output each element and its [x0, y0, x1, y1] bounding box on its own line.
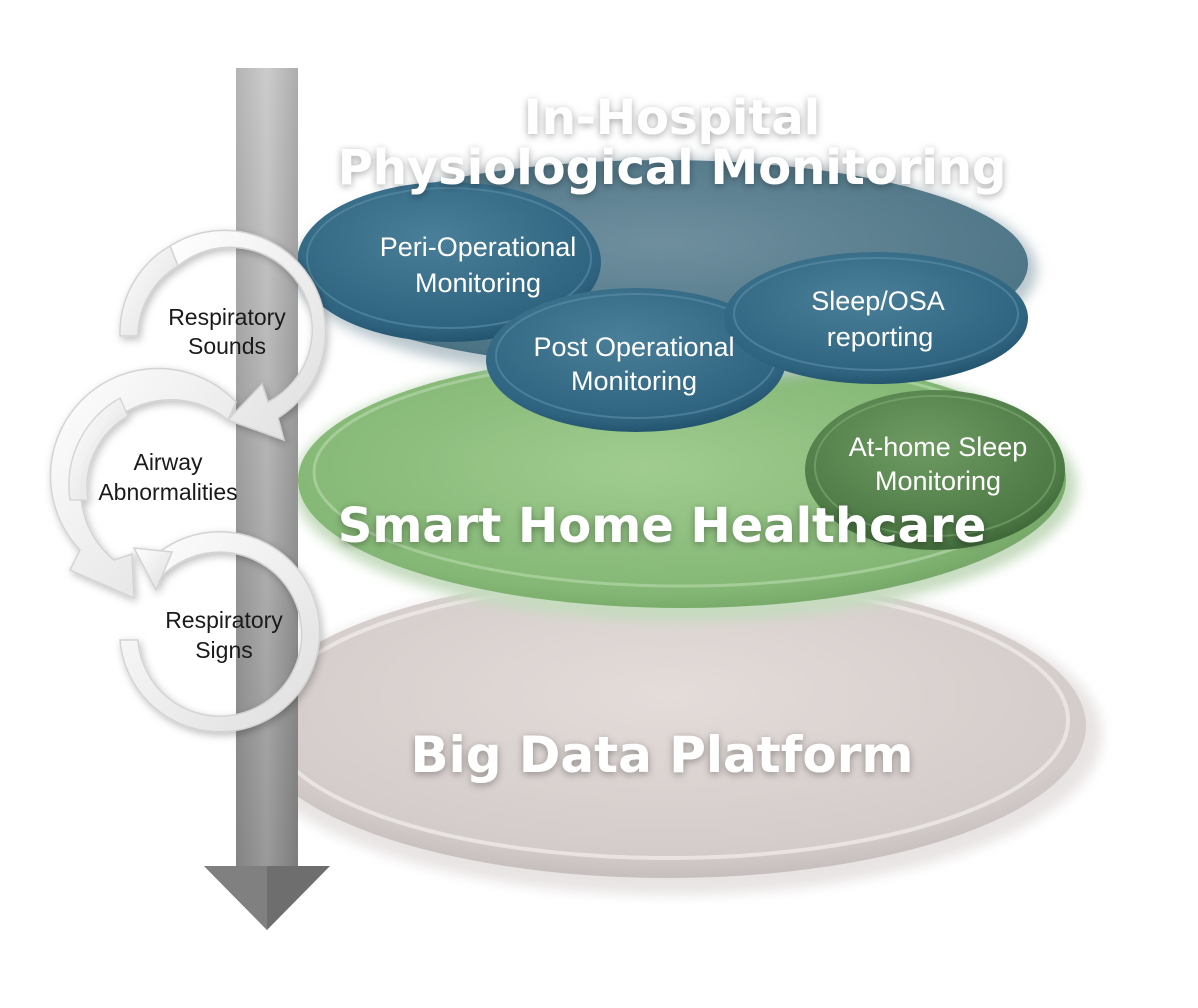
at-home-ellipse: [805, 390, 1065, 550]
sleep-osa-ellipse: [724, 252, 1028, 384]
arrow-shaft-sheen: [236, 68, 298, 868]
sounds-label-line1: Respiratory: [168, 304, 286, 330]
peri-label-line1: Peri-Operational: [380, 232, 577, 262]
down-arrow: [204, 68, 330, 930]
platform-ellipse: [250, 574, 1086, 878]
post-ellipse: [486, 288, 786, 432]
signs-label-line1: Respiratory: [165, 607, 283, 633]
ring-sounds-tail: [119, 244, 179, 337]
peri-label-line2: Monitoring: [415, 268, 541, 298]
peri-rim: [306, 187, 592, 329]
platform-title: Big Data Platform: [410, 726, 913, 784]
cycle-rings: [49, 229, 327, 733]
sleep-osa-label-line1: Sleep/OSA: [811, 286, 945, 316]
at-home-label-line1: At-home Sleep: [849, 432, 1028, 462]
sounds-label-line2: Sounds: [188, 333, 266, 359]
home-title: Smart Home Healthcare: [338, 498, 987, 554]
hospital-title-line2: Physiological Monitoring: [338, 140, 1007, 196]
sleep-osa-rim: [733, 257, 1019, 371]
post-label-line2: Monitoring: [571, 366, 697, 396]
airway-label-line2: Abnormalities: [98, 479, 237, 505]
signs-label-line2: Signs: [195, 637, 253, 663]
platform-layer: [242, 574, 1102, 895]
ring-airway-tail: [68, 396, 129, 501]
sleep-osa-ellipse-group: [724, 252, 1028, 384]
peri-ellipse: [297, 182, 601, 342]
arrow-head-light: [204, 866, 267, 930]
at-home-rim: [814, 395, 1056, 537]
ring-signs: [119, 531, 321, 733]
hospital-title-line1: In-Hospital: [524, 90, 820, 146]
peri-ellipse-group: [297, 182, 601, 342]
at-home-ellipse-group: [805, 390, 1065, 550]
airway-label-line1: Airway: [133, 449, 203, 475]
layer-titles: In-Hospital Physiological Monitoring Sma…: [338, 90, 1007, 784]
sleep-osa-label-line2: reporting: [827, 322, 934, 352]
post-label-line1: Post Operational: [533, 332, 734, 362]
cycle-labels: Respiratory Sounds Airway Abnormalities …: [98, 304, 286, 663]
sub-labels: Peri-Operational Monitoring Post Operati…: [380, 232, 1028, 496]
ring-signs-head: [132, 547, 174, 592]
at-home-label-line2: Monitoring: [875, 466, 1001, 496]
